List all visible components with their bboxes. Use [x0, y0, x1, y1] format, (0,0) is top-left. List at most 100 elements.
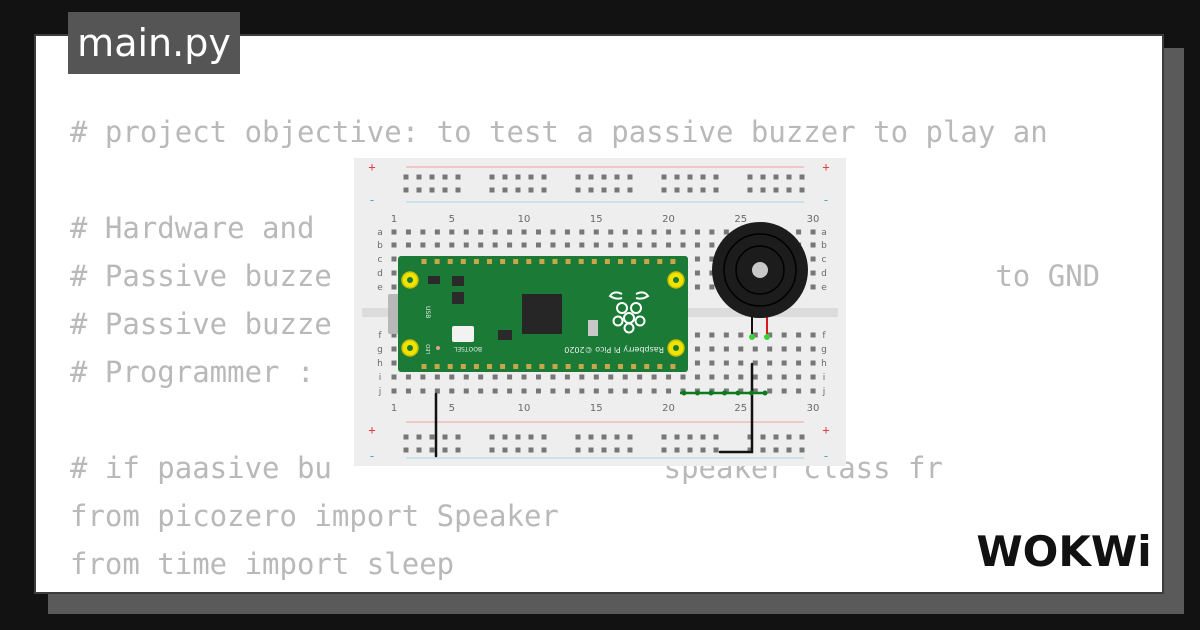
breadboard-hole	[550, 374, 556, 380]
breadboard-hole	[709, 242, 715, 248]
pico-name-label: Raspberry Pi Pico ©2020	[564, 345, 664, 354]
rail-hole	[713, 187, 719, 193]
rail-hole	[429, 434, 435, 440]
row-letter-left: d	[377, 269, 383, 279]
breadboard-hole	[767, 332, 773, 338]
pico-pin	[460, 364, 466, 369]
pico-pin	[473, 259, 479, 264]
pico-pin	[618, 259, 623, 264]
rail-hole	[713, 174, 719, 180]
rail-hole	[489, 174, 495, 180]
rail-plus-br: +	[822, 423, 829, 437]
breadboard-hole	[608, 374, 614, 380]
rail-hole	[760, 434, 766, 440]
passive-buzzer[interactable]	[712, 222, 808, 340]
file-tab[interactable]: main.py	[68, 12, 240, 74]
column-number-bottom: 30	[807, 403, 820, 414]
column-number-top: 5	[449, 214, 455, 225]
breadboard-hole	[694, 270, 700, 276]
breadboard-hole	[752, 332, 758, 338]
breadboard-hole	[666, 242, 672, 248]
circuit-diagram[interactable]: + + - - + + - - 115510101515202025253030…	[354, 158, 846, 466]
rail-hole	[687, 174, 693, 180]
code-line[interactable]: from picozero import Speaker	[70, 499, 559, 533]
breadboard-hole	[521, 242, 527, 248]
rail-hole	[713, 434, 719, 440]
breadboard-hole	[492, 242, 498, 248]
rail-hole	[588, 174, 594, 180]
rail-hole	[614, 434, 620, 440]
column-number-top: 15	[590, 214, 603, 225]
column-number-bottom: 15	[590, 403, 603, 414]
file-tab-label: main.py	[77, 21, 231, 65]
rail-hole	[614, 187, 620, 193]
usb-label: USB	[424, 306, 431, 318]
breadboard-hole	[391, 332, 397, 338]
breadboard-hole	[767, 360, 773, 366]
code-line[interactable]: # Programmer :	[70, 355, 315, 389]
status-led-icon	[436, 346, 440, 350]
rail-hole	[489, 187, 495, 193]
breadboard-hole	[651, 229, 657, 235]
breadboard-hole	[752, 374, 758, 380]
code-line[interactable]: # Passive buzze to GND	[70, 259, 1101, 293]
breadboard-hole	[420, 374, 426, 380]
code-editor[interactable]: # project objective: to test a passive b…	[70, 108, 1130, 588]
breadboard-hole	[752, 388, 758, 394]
pico-component	[452, 276, 464, 286]
wire-green-points	[681, 390, 768, 396]
breadboard-hole	[521, 374, 527, 380]
breadboard-hole	[810, 346, 816, 352]
breadboard-hole	[694, 229, 700, 235]
pico-component	[498, 330, 512, 340]
rail-hole	[442, 187, 448, 193]
breadboard-hole	[738, 332, 744, 338]
bootsel-button[interactable]	[452, 326, 474, 342]
column-number-bottom: 20	[662, 403, 675, 414]
column-number-top: 25	[734, 214, 747, 225]
pico-board[interactable]: Raspberry Pi Pico ©2020 BOOTSEL USB LED	[388, 256, 688, 372]
wokwi-logo-text: WOKWi	[976, 527, 1151, 576]
breadboard-hole	[391, 242, 397, 248]
pico-pin	[513, 364, 519, 369]
breadboard-hole	[507, 374, 513, 380]
buzzer-center	[752, 262, 768, 278]
pico-pins	[421, 259, 676, 369]
breadboard-hole	[651, 388, 657, 394]
breadboard-hole	[810, 388, 816, 394]
wokwi-logo: WOKWi	[976, 527, 1151, 576]
pico-pin	[618, 364, 623, 369]
pico-pin	[447, 364, 453, 369]
pico-pin	[421, 259, 427, 264]
rail-hole	[747, 187, 753, 193]
pico-pin	[657, 364, 663, 369]
code-line[interactable]: # project objective: to test a passive b…	[70, 115, 1048, 149]
breadboard-hole	[637, 229, 643, 235]
breadboard-hole	[536, 242, 541, 248]
code-line[interactable]: # Passive buzze	[70, 307, 332, 341]
pico-pin	[434, 259, 440, 264]
breadboard-hole	[579, 388, 585, 394]
pico-component	[452, 292, 464, 304]
rail-hole	[442, 434, 448, 440]
code-line[interactable]: # Hardware and	[70, 211, 315, 245]
code-line[interactable]: from time import sleep	[70, 547, 455, 581]
pico-pin	[604, 364, 610, 369]
rail-hole	[429, 447, 435, 453]
pico-pin	[421, 364, 427, 369]
rail-hole	[429, 187, 435, 193]
breadboard-hole	[738, 374, 744, 380]
breadboard-hole	[478, 388, 484, 394]
led-label: LED	[426, 344, 432, 354]
breadboard-hole	[593, 374, 599, 380]
wire-point	[722, 390, 727, 396]
pico-pin	[670, 364, 676, 369]
rail-hole	[588, 434, 594, 440]
pico-pin	[434, 364, 440, 369]
breadboard-hole	[752, 360, 758, 366]
pico-pin	[578, 259, 584, 264]
breadboard-hole	[608, 229, 614, 235]
breadboard-hole	[478, 374, 484, 380]
row-letter-left: g	[377, 345, 383, 355]
rail-hole	[674, 174, 680, 180]
